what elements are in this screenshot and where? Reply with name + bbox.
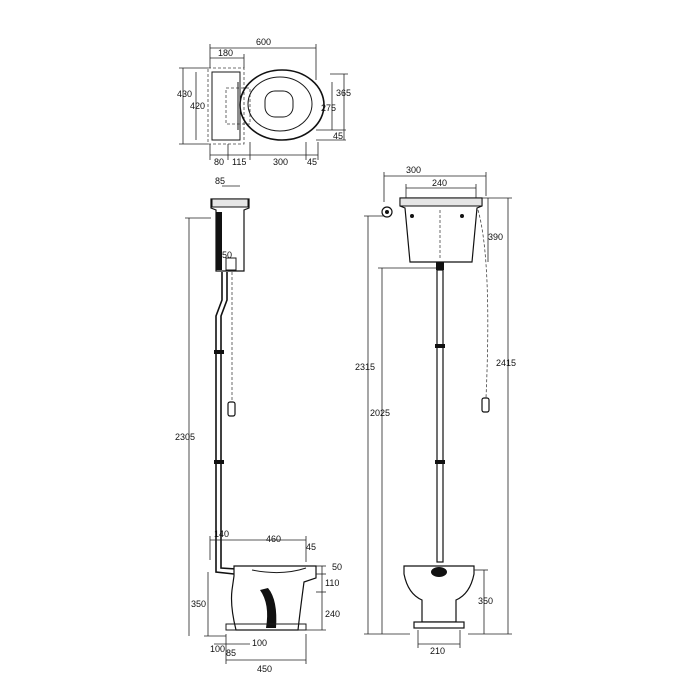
dim-450: 450: [257, 664, 272, 674]
side-view: 85 50 2305 140 460 45 50 110 240 350 100…: [175, 176, 342, 674]
dim-100-back: 100: [210, 644, 225, 654]
dim-50-outlet: 50: [222, 250, 232, 260]
dim-180: 180: [218, 48, 233, 58]
front-pull-handle: [481, 397, 490, 413]
front-cistern: [399, 197, 483, 263]
front-cistern-lid: [399, 197, 483, 207]
dim-350-front: 350: [478, 596, 493, 606]
dim-140: 140: [214, 529, 229, 539]
side-pipe-bend-a: [215, 560, 235, 575]
dim-45-right: 45: [333, 131, 343, 141]
dim-350-side: 350: [191, 599, 206, 609]
dim-85-base: 85: [226, 648, 236, 658]
side-bracket-1: [214, 350, 224, 354]
front-outlet: [436, 262, 444, 270]
dim-210: 210: [430, 646, 445, 656]
side-pan-trap: [260, 588, 277, 628]
dim-460: 460: [266, 534, 281, 544]
dim-2315: 2315: [355, 362, 375, 372]
top-cistern-outline: [207, 67, 245, 145]
front-pan-base: [413, 621, 465, 629]
front-screw-left: [410, 214, 414, 218]
front-view: 300 240 390 2415 2315 2025 350 210: [355, 165, 516, 656]
dim-300: 300: [273, 157, 288, 167]
side-base: [225, 623, 307, 631]
side-flush-pipe-a: [215, 272, 223, 560]
dim-240-front: 240: [432, 178, 447, 188]
dim-80: 80: [214, 157, 224, 167]
dim-85-top: 85: [215, 176, 225, 186]
front-pipe-joint-2: [435, 460, 445, 464]
dim-420: 420: [190, 101, 205, 111]
front-chain: [477, 209, 489, 399]
dim-2415: 2415: [496, 358, 516, 368]
dim-45-side: 45: [306, 542, 316, 552]
dim-2305: 2305: [175, 432, 195, 442]
dim-275: 275: [321, 103, 336, 113]
dim-240: 240: [325, 609, 340, 619]
top-bowl-outer: [239, 69, 325, 141]
dim-110: 110: [325, 578, 339, 588]
dim-115: 115: [232, 157, 246, 167]
side-flush-pipe-b: [220, 272, 228, 560]
dim-430: 430: [177, 89, 192, 99]
dim-600: 600: [256, 37, 271, 47]
side-cistern-shade: [216, 212, 222, 270]
front-pipe-joint-1: [435, 344, 445, 348]
front-screw-right: [460, 214, 464, 218]
side-pipe-bend-b: [220, 560, 237, 570]
front-bracket-center: [385, 210, 389, 214]
dim-2025: 2025: [370, 408, 390, 418]
dim-50-rim: 50: [332, 562, 342, 572]
dim-390: 390: [488, 232, 503, 242]
top-bowl-opening: [264, 90, 294, 118]
front-flush-pipe: [436, 269, 444, 563]
side-bracket-2: [214, 460, 224, 464]
side-pull-handle: [227, 401, 236, 417]
top-view: 600 180 430 420 365 275 45 80 115 300 45: [177, 37, 351, 167]
side-pan-rim: [251, 567, 307, 574]
dim-100-mid: 100: [252, 638, 267, 648]
side-valve: [225, 257, 237, 271]
front-pan-inlet: [431, 567, 447, 577]
dim-300-front: 300: [406, 165, 421, 175]
top-bowl-rim: [247, 76, 313, 132]
side-cistern-lid: [211, 198, 249, 208]
dim-45-bottom: 45: [307, 157, 317, 167]
dim-365: 365: [336, 88, 351, 98]
